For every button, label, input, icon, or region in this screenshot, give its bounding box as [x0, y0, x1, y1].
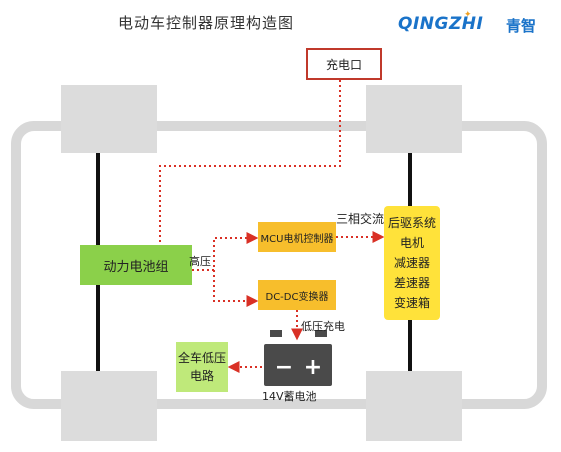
low-voltage-circuit-box: 全车低压 电路 — [176, 342, 228, 392]
battery-pack-box: 动力电池组 — [80, 245, 192, 285]
three-phase-label: 三相交流 — [336, 212, 385, 226]
wheel-rear-left — [61, 371, 157, 441]
battery-14v-label: 14V蓄电池 — [262, 390, 317, 403]
rear-drive-line-2: 电机 — [399, 236, 424, 250]
battery-minus-sign: − — [275, 355, 293, 380]
battery-plus-sign: + — [304, 355, 322, 380]
charge-port-box: 充电口 — [306, 48, 382, 80]
battery-14v-icon — [264, 330, 332, 386]
mcu-label: MCU电机控制器 — [260, 233, 334, 245]
chassis-frame — [11, 121, 547, 409]
logo-star-icon: ✦ — [464, 10, 472, 20]
rear-drive-box: 后驱系统 电机 减速器 差速器 变速箱 — [384, 206, 440, 320]
diagram-title: 电动车控制器原理构造图 — [118, 14, 295, 32]
dcdc-box: DC-DC变换器 — [258, 280, 336, 310]
charge-line — [159, 80, 341, 244]
battery-pack-label: 动力电池组 — [103, 259, 169, 275]
wheel-front-right — [366, 85, 462, 153]
rear-drive-line-4: 差速器 — [393, 276, 430, 290]
low-circuit-line-1: 全车低压 — [177, 351, 226, 365]
high-voltage-label: 高压 — [189, 255, 211, 268]
charge-port-label: 充电口 — [325, 57, 362, 72]
low-voltage-charge-label: 低压充电 — [301, 320, 345, 333]
low-circuit-line-2: 电路 — [189, 369, 214, 383]
dcdc-label: DC-DC变换器 — [265, 291, 329, 303]
rear-drive-line-3: 减速器 — [393, 256, 430, 270]
wheel-rear-right — [366, 371, 462, 441]
mcu-box: MCU电机控制器 — [258, 222, 336, 252]
hv-line-to-dcdc — [213, 270, 259, 307]
rear-drive-line-1: 后驱系统 — [387, 216, 436, 230]
wheel-front-left — [61, 85, 157, 153]
hv-line-to-mcu — [192, 232, 259, 271]
brand-logo: ✦ QINGZHI 青智 — [398, 10, 558, 44]
rear-drive-line-5: 变速箱 — [393, 296, 430, 310]
logo-text-cn: 青智 — [506, 17, 537, 35]
logo-text: QINGZHI — [398, 14, 484, 34]
